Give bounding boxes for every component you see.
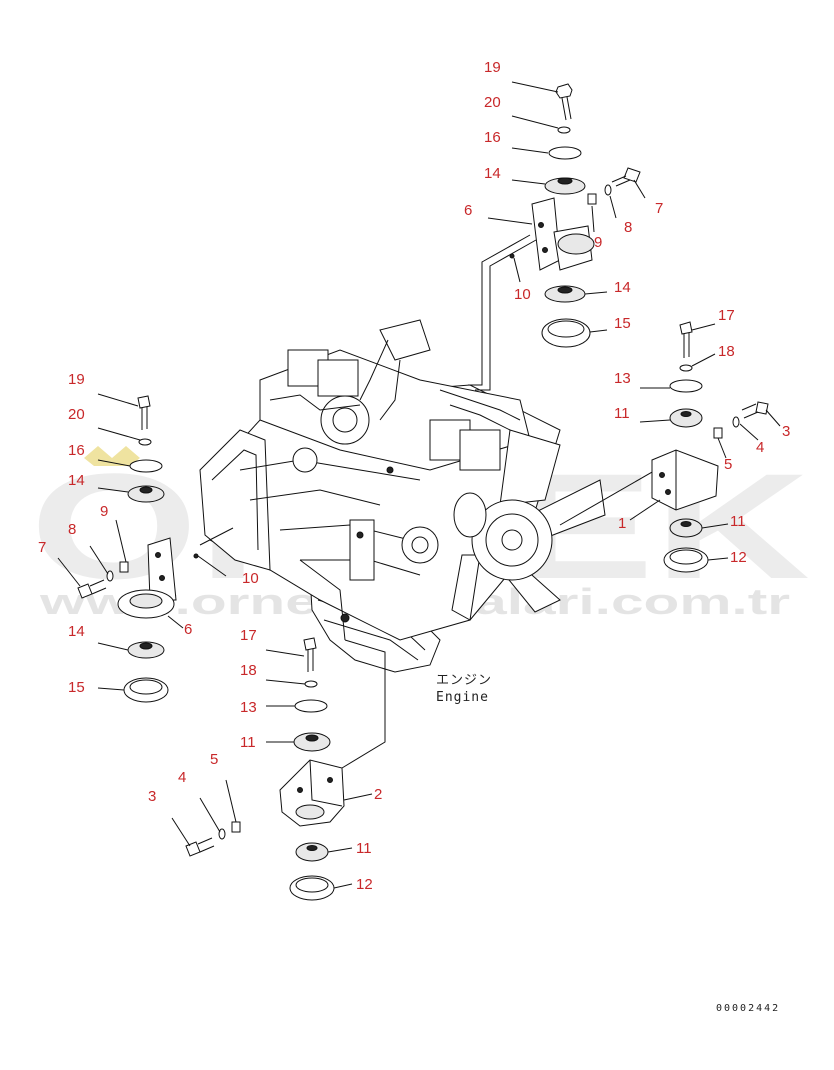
plate-16-upper bbox=[548, 146, 582, 160]
callout-7: 7 bbox=[38, 539, 46, 556]
callout-9: 9 bbox=[100, 503, 108, 520]
callout-19: 19 bbox=[68, 371, 85, 388]
cushion-11-bottom-b bbox=[295, 842, 329, 862]
bracket-6-left bbox=[117, 537, 177, 619]
callout-4: 4 bbox=[756, 439, 764, 456]
mount-assembly-right bbox=[651, 321, 769, 573]
callout-7: 7 bbox=[655, 200, 663, 217]
nut-9-upper bbox=[587, 193, 597, 205]
callout-8: 8 bbox=[68, 521, 76, 538]
bolt-7-left bbox=[77, 579, 107, 599]
plate-13-bottom bbox=[294, 699, 328, 713]
callout-11: 11 bbox=[356, 840, 372, 857]
drawing-code: 00002442 bbox=[716, 1003, 780, 1014]
callout-11: 11 bbox=[240, 734, 256, 751]
mount-assembly-upper-right bbox=[509, 83, 641, 348]
pin-10-left bbox=[193, 553, 199, 559]
callout-5: 5 bbox=[210, 751, 218, 768]
callout-12: 12 bbox=[730, 549, 747, 566]
callout-20: 20 bbox=[68, 406, 85, 423]
callout-6: 6 bbox=[464, 202, 472, 219]
cushion-11-bottom-a bbox=[293, 732, 331, 752]
bolt-19-upper bbox=[555, 83, 573, 121]
bolt-7-upper bbox=[611, 167, 641, 187]
callout-labels: 19 20 16 14 6 7 8 9 10 14 15 17 18 13 11… bbox=[38, 59, 790, 893]
washer-20-upper bbox=[557, 126, 571, 134]
washer-4-bottom bbox=[218, 828, 226, 840]
callout-1: 1 bbox=[618, 515, 626, 532]
callout-3: 3 bbox=[148, 788, 156, 805]
callout-13: 13 bbox=[614, 370, 631, 387]
callout-14: 14 bbox=[614, 279, 631, 296]
callout-9: 9 bbox=[594, 234, 602, 251]
bolt-19-left bbox=[137, 395, 151, 430]
callout-18: 18 bbox=[718, 343, 735, 360]
bolt-3-bottom bbox=[185, 837, 215, 857]
cap-12-bottom bbox=[289, 875, 335, 901]
callout-19: 19 bbox=[484, 59, 501, 76]
engine-label-jp: エンジン bbox=[436, 673, 492, 688]
callout-14: 14 bbox=[68, 623, 85, 640]
cushion-14-upper-a bbox=[544, 177, 586, 195]
washer-8-left bbox=[106, 570, 114, 582]
pin-10-upper bbox=[509, 253, 515, 259]
callout-12: 12 bbox=[356, 876, 373, 893]
callout-18: 18 bbox=[240, 662, 257, 679]
callout-17: 17 bbox=[240, 627, 257, 644]
callout-15: 15 bbox=[614, 315, 631, 332]
engine-label-en: Engine bbox=[436, 690, 489, 705]
callout-8: 8 bbox=[624, 219, 632, 236]
washer-18-right bbox=[679, 364, 693, 372]
cap-12-right bbox=[663, 547, 709, 573]
cap-15-upper bbox=[541, 318, 591, 348]
bolt-17-bottom bbox=[303, 637, 317, 672]
plate-13-right bbox=[669, 379, 703, 393]
callout-2: 2 bbox=[374, 786, 382, 803]
washer-20-left bbox=[138, 438, 152, 446]
washer-18-bottom bbox=[304, 680, 318, 688]
callout-5: 5 bbox=[724, 456, 732, 473]
cushion-11-right-b bbox=[669, 518, 703, 538]
callout-10: 10 bbox=[514, 286, 531, 303]
callout-13: 13 bbox=[240, 699, 257, 716]
bracket-2-bottom bbox=[279, 759, 345, 827]
cushion-14-left-b bbox=[127, 641, 165, 659]
callout-3: 3 bbox=[782, 423, 790, 440]
plate-16-left bbox=[129, 459, 163, 473]
nut-5-right bbox=[713, 427, 723, 439]
engine-assembly bbox=[199, 319, 606, 673]
cushion-14-upper-b bbox=[544, 285, 586, 303]
cushion-11-right-a bbox=[669, 408, 703, 428]
washer-4-right bbox=[732, 416, 740, 428]
callout-10: 10 bbox=[242, 570, 259, 587]
callout-16: 16 bbox=[68, 442, 85, 459]
callout-16: 16 bbox=[484, 129, 501, 146]
callout-11: 11 bbox=[614, 405, 630, 422]
cap-15-left bbox=[123, 677, 169, 703]
bracket-1-right bbox=[651, 449, 719, 511]
callout-17: 17 bbox=[718, 307, 735, 324]
callout-11: 11 bbox=[730, 513, 746, 530]
callout-20: 20 bbox=[484, 94, 501, 111]
mount-assembly-left bbox=[77, 395, 199, 703]
callout-14: 14 bbox=[484, 165, 501, 182]
mount-assembly-bottom bbox=[185, 637, 345, 901]
nut-9-left bbox=[119, 561, 129, 573]
bolt-17-right bbox=[679, 321, 693, 358]
bracket-6-upper bbox=[531, 197, 595, 271]
callout-14: 14 bbox=[68, 472, 85, 489]
washer-8-upper bbox=[604, 184, 612, 196]
engine-label: エンジン Engine bbox=[436, 673, 492, 705]
callout-leaders bbox=[57, 81, 781, 889]
callout-15: 15 bbox=[68, 679, 85, 696]
watermark-mark bbox=[84, 446, 140, 466]
bolt-3-right bbox=[741, 401, 769, 419]
callout-4: 4 bbox=[178, 769, 186, 786]
callout-6: 6 bbox=[184, 621, 192, 638]
nut-5-bottom bbox=[231, 821, 241, 833]
cushion-14-left-a bbox=[127, 485, 165, 503]
